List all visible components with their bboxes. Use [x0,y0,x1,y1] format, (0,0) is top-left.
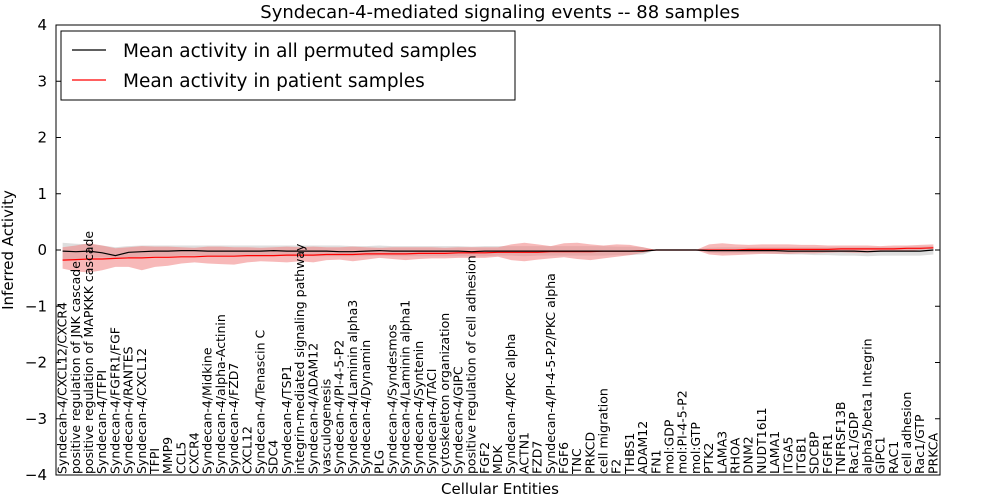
x-category-label: FGF6 [556,442,571,474]
x-category-label: Syndecan-4/Dynamin [358,340,373,474]
x-category-label: Syndecan-4/CXCL12 [134,348,149,474]
x-category-label: TNC [569,448,584,475]
y-tick-label: 4 [37,16,47,34]
y-axis-ticks: −4 −3 −2 −1 0 1 2 3 4 [25,16,940,484]
x-category-label: SDCBP [807,431,822,474]
legend-label-permuted: Mean activity in all permuted samples [123,41,477,62]
x-category-label: PRKCA [925,433,940,474]
x-category-label: Rac1/GDP [846,412,861,474]
y-tick-label: 0 [37,241,47,259]
x-category-label: Syndecan-4/alpha-Actinin [213,314,228,474]
x-category-label: Syndecan-4/RANTES [121,346,136,474]
x-category-label: ITGB1 [794,436,809,474]
x-category-label: alpha5/beta1 Integrin [859,338,874,474]
x-category-label: Syndecan-4/PKC alpha [503,334,518,474]
x-category-label: TFPI [147,448,162,475]
x-category-label: mol:PI-4-5-P2 [675,390,690,474]
x-category-label: FGF2 [477,442,492,474]
x-category-label: positive regulation of JNK cascade [68,261,83,474]
legend-box [60,30,516,101]
x-category-label: Rac1/GTP [912,414,927,474]
x-category-label: mol:GTP [688,422,703,474]
x-category-label: PLG [371,450,386,474]
x-category-label: CCL5 [173,442,188,474]
y-tick-label: 2 [37,129,47,147]
x-category-label: mol:GDP [662,419,677,474]
y-tick-label: 1 [37,185,47,203]
x-category-label: integrin-mediated signaling pathway [292,243,307,474]
x-axis-label: Cellular Entities [441,480,559,498]
x-category-label: SDC4 [266,440,281,474]
series-line-1 [62,247,934,261]
x-category-label: Syndecan-4/FZD7 [226,363,241,474]
plot-frame [55,24,941,476]
x-category-label: LAMA3 [714,431,729,474]
y-tick-label: −1 [25,297,47,315]
x-category-label: Syndecan-4/Midkine [200,347,215,474]
x-category-label: PTK2 [701,443,716,474]
x-category-label: Syndecan-4/TACI [424,369,439,474]
confidence-bands [62,242,934,273]
x-category-label: Syndecan-4/Laminin alpha3 [345,300,360,474]
y-tick-label: −2 [25,354,47,372]
x-category-label: Syndecan-4/TSP1 [279,365,294,474]
legend-label-patient: Mean activity in patient samples [123,71,425,92]
x-category-label: DNM2 [741,436,756,474]
x-category-label: RAC1 [886,441,901,474]
x-category-label: Syndecan-4/GIPC [450,366,465,474]
x-category-label: cell migration [596,388,611,474]
chart-title: Syndecan-4-mediated signaling events -- … [260,2,739,23]
x-category-label: LAMA1 [767,431,782,474]
x-category-label: FGFR1 [820,433,835,474]
x-category-label: CXCR4 [187,432,202,474]
x-category-label: positive regulation of cell adhesion [464,255,479,474]
x-category-label: ITGA5 [780,436,795,474]
x-category-label: TNFRSF13B [833,402,848,475]
x-category-label: MMP9 [160,437,175,474]
x-category-label: Syndecan-4/FGFR1/FGF [107,327,122,474]
x-category-label: Syndecan-4/Syntenin [411,341,426,474]
series-line-0 [62,249,934,257]
series-lines [62,247,934,261]
x-category-label: GIPC1 [873,436,888,474]
x-category-label: FZD7 [530,441,545,474]
x-category-label: Syndecan-4/ADAM12 [305,343,320,474]
x-category-label: RHOA [728,437,743,474]
y-tick-label: −4 [25,466,47,484]
x-category-label: Syndecan-4/PI-4-5-P2 [332,340,347,474]
x-category-label: NUDT16L1 [754,407,769,474]
x-category-label: MDK [490,445,505,474]
x-category-label: PRKCD [582,432,597,474]
x-category-label: cytoskeleton organization [437,313,452,474]
x-category-label: CXCL12 [239,426,254,474]
x-category-label: Syndecan-4/Laminin alpha1 [398,300,413,474]
x-category-label: Syndecan-4/PI-4-5-P2/PKC alpha [543,273,558,474]
y-tick-label: −3 [25,410,47,428]
x-category-label: FN1 [648,450,663,475]
y-axis-label: Inferred Activity [0,190,17,310]
x-category-label: THBS1 [622,433,637,475]
x-category-label: ACTN1 [516,432,531,474]
x-category-label: ADAM12 [635,421,650,474]
x-category-label: Syndecan-4/Tenascin C [253,329,268,474]
x-category-label: positive regulation of MAPKKK cascade [81,231,96,474]
x-category-label: vasculogenesis [319,379,334,474]
x-category-label: Syndecan-4/Syndesmos [384,324,399,474]
legend: Mean activity in all permuted samples Me… [60,30,516,101]
x-category-label: cell adhesion [899,392,914,474]
x-category-label: Syndecan-4/TFPI [94,370,109,474]
x-category-label: Syndecan-4/CXCL12/CXCR4 [55,302,70,474]
x-category-label: F2 [609,459,624,474]
y-tick-label: 3 [37,72,47,90]
